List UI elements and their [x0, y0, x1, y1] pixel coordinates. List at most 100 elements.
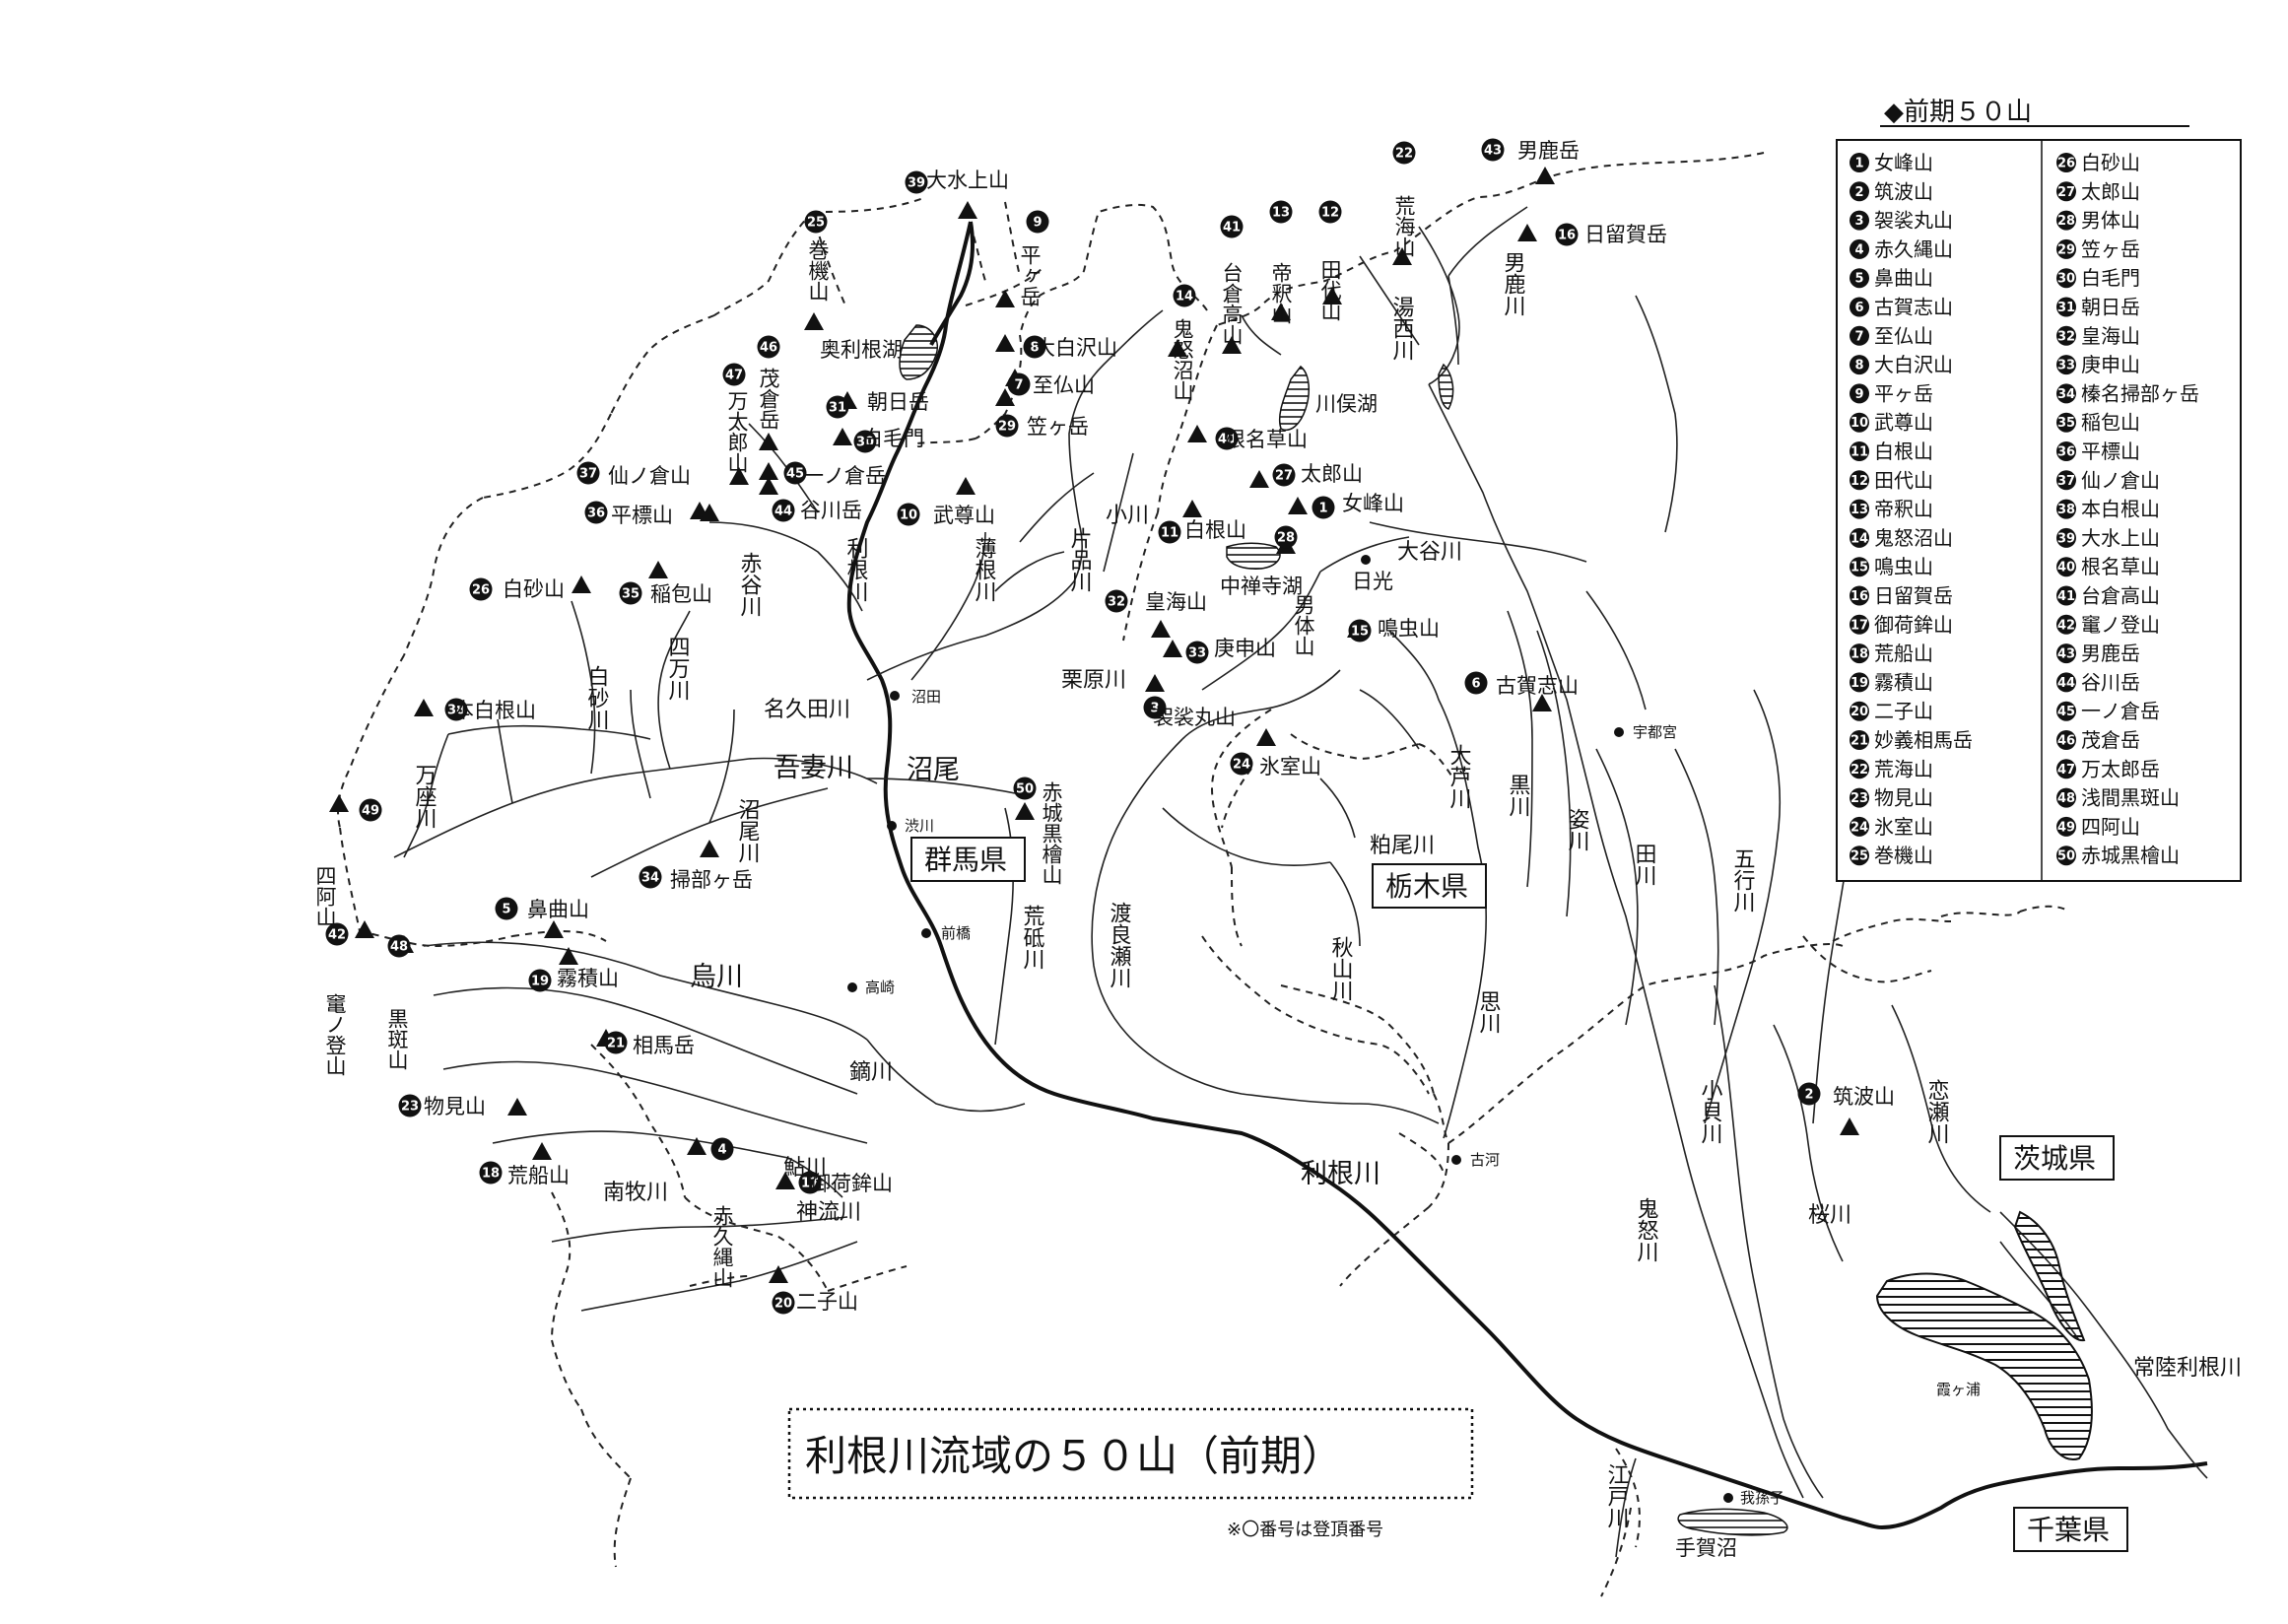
legend-number-badge [1850, 787, 1869, 808]
legend-item: 田代山 [1874, 468, 1933, 492]
city-maebashi: 前橋 [941, 924, 971, 942]
mountain-name: 平ヶ岳 [1018, 244, 1042, 306]
legend-item: 平標山 [2081, 440, 2140, 463]
mountain-triangle-icon [1535, 167, 1555, 184]
legend-item: 女峰山 [1874, 151, 1933, 174]
label-chuzenji-lake: 中禅寺湖 [1220, 575, 1303, 598]
legend-number-badge [2056, 238, 2076, 259]
label-kabura: 鏑川 [849, 1060, 893, 1085]
mountain-name: 霧積山 [557, 967, 619, 990]
mountain-number: 2 [1804, 1088, 1813, 1103]
mountain-number: 6 [1471, 677, 1480, 692]
legend-item: 鳴虫山 [1874, 555, 1933, 578]
legend-number-badge [1850, 238, 1869, 259]
mountain-number: 23 [401, 1100, 419, 1115]
mountain-number-badge [495, 897, 518, 920]
mountain-number-badge [1348, 619, 1372, 643]
mountain-name: 茂倉岳 [757, 368, 780, 430]
legend-item: 谷川岳 [2081, 670, 2140, 694]
mountain-name: 巻機山 [806, 239, 830, 302]
mountain-triangle-icon [355, 920, 374, 938]
mountain-triangle-icon [759, 462, 778, 480]
mountain-number-badge [905, 170, 928, 194]
mountain-triangle-icon [1256, 728, 1276, 746]
mountain-number-badge [772, 1291, 795, 1315]
legend-number-badge [1850, 527, 1869, 548]
mountain-number: 19 [531, 975, 549, 989]
legend-number: 41 [2057, 589, 2075, 604]
legend-number: 3 [1854, 214, 1863, 229]
river-labels: 利根川 利根川 吾妻川 片品川 渡良瀬川 鬼怒川 小貝川 江戸川 常陸利根川 赤… [412, 251, 2243, 1528]
mountain-triangle-icon [507, 1098, 527, 1116]
city-utsunomiya: 宇都宮 [1633, 723, 1677, 741]
mountain-number-badge [1392, 141, 1416, 165]
mountain-name: 鼻曲山 [527, 898, 589, 921]
mountain-number: 14 [1176, 290, 1193, 304]
mountain-name: 白毛門 [862, 427, 924, 450]
mountain-number: 32 [1108, 595, 1125, 610]
legend-number: 6 [1854, 301, 1863, 315]
legend-number-badge [1850, 643, 1869, 664]
mountain-name: 筑波山 [1833, 1085, 1895, 1109]
legend-number: 39 [2057, 531, 2075, 546]
ibaraki-box [1999, 1135, 2115, 1181]
mountain-name: 仙ノ倉山 [608, 464, 691, 488]
legend-item: 荒海山 [1874, 757, 1933, 780]
mountain-number: 27 [1275, 469, 1293, 484]
label-daiya: 大谷川 [1397, 540, 1462, 565]
mountain-marker: 19 霧積山 [528, 947, 619, 992]
legend-number-badge [2056, 701, 2076, 721]
mountain-name: 万太郎山 [725, 390, 749, 473]
mountain-name: 白根山 [1184, 518, 1246, 542]
legend-number-badge [2056, 499, 2076, 519]
mountain-name: 白砂山 [503, 577, 565, 601]
maebashi-dot [921, 928, 931, 938]
mountain-number: 18 [482, 1167, 500, 1182]
mountain-number: 9 [1033, 216, 1042, 231]
mountain-number-badge [757, 335, 780, 359]
legend-item: 帝釈山 [1874, 498, 1933, 521]
legend-number-badge [1850, 153, 1869, 172]
legend-item: 仙ノ倉山 [2081, 468, 2160, 492]
legend-number: 34 [2057, 387, 2075, 402]
mountain-number-badge [710, 1137, 734, 1161]
mountain-name: 黒斑山 [385, 1008, 409, 1070]
legend-number-badge [1850, 181, 1869, 202]
mountain-number-badge [1143, 696, 1167, 719]
label-tone-lower: 利根川 [1301, 1159, 1380, 1189]
mountain-name: 庚申山 [1214, 637, 1276, 660]
label-omoi: 思川 [1476, 990, 1502, 1034]
legend-number: 9 [1854, 387, 1863, 402]
legend-item: 白毛門 [2081, 266, 2140, 290]
mountain-name: 朝日岳 [867, 390, 929, 414]
mountain-name: 赤久縄山 [710, 1205, 734, 1288]
legend-number: 26 [2057, 157, 2075, 171]
legend-number-badge [2056, 268, 2076, 289]
mountain-triangle-icon [1288, 497, 1308, 514]
legend-item: 男鹿岳 [2081, 642, 2140, 665]
mountain-number: 34 [641, 871, 659, 886]
mountain-name: 台倉高山 [1220, 262, 1244, 345]
teganuma-lake [1677, 1508, 1788, 1536]
mountain-triangle-icon [700, 504, 719, 521]
shibukawa-dot [887, 821, 897, 831]
mountain-triangle-icon [1015, 802, 1035, 820]
mountain-number-badge [1230, 752, 1253, 776]
mountain-triangle-icon [1517, 224, 1537, 241]
legend-number-badge [1850, 672, 1869, 693]
legend-number-badge [2056, 672, 2076, 693]
